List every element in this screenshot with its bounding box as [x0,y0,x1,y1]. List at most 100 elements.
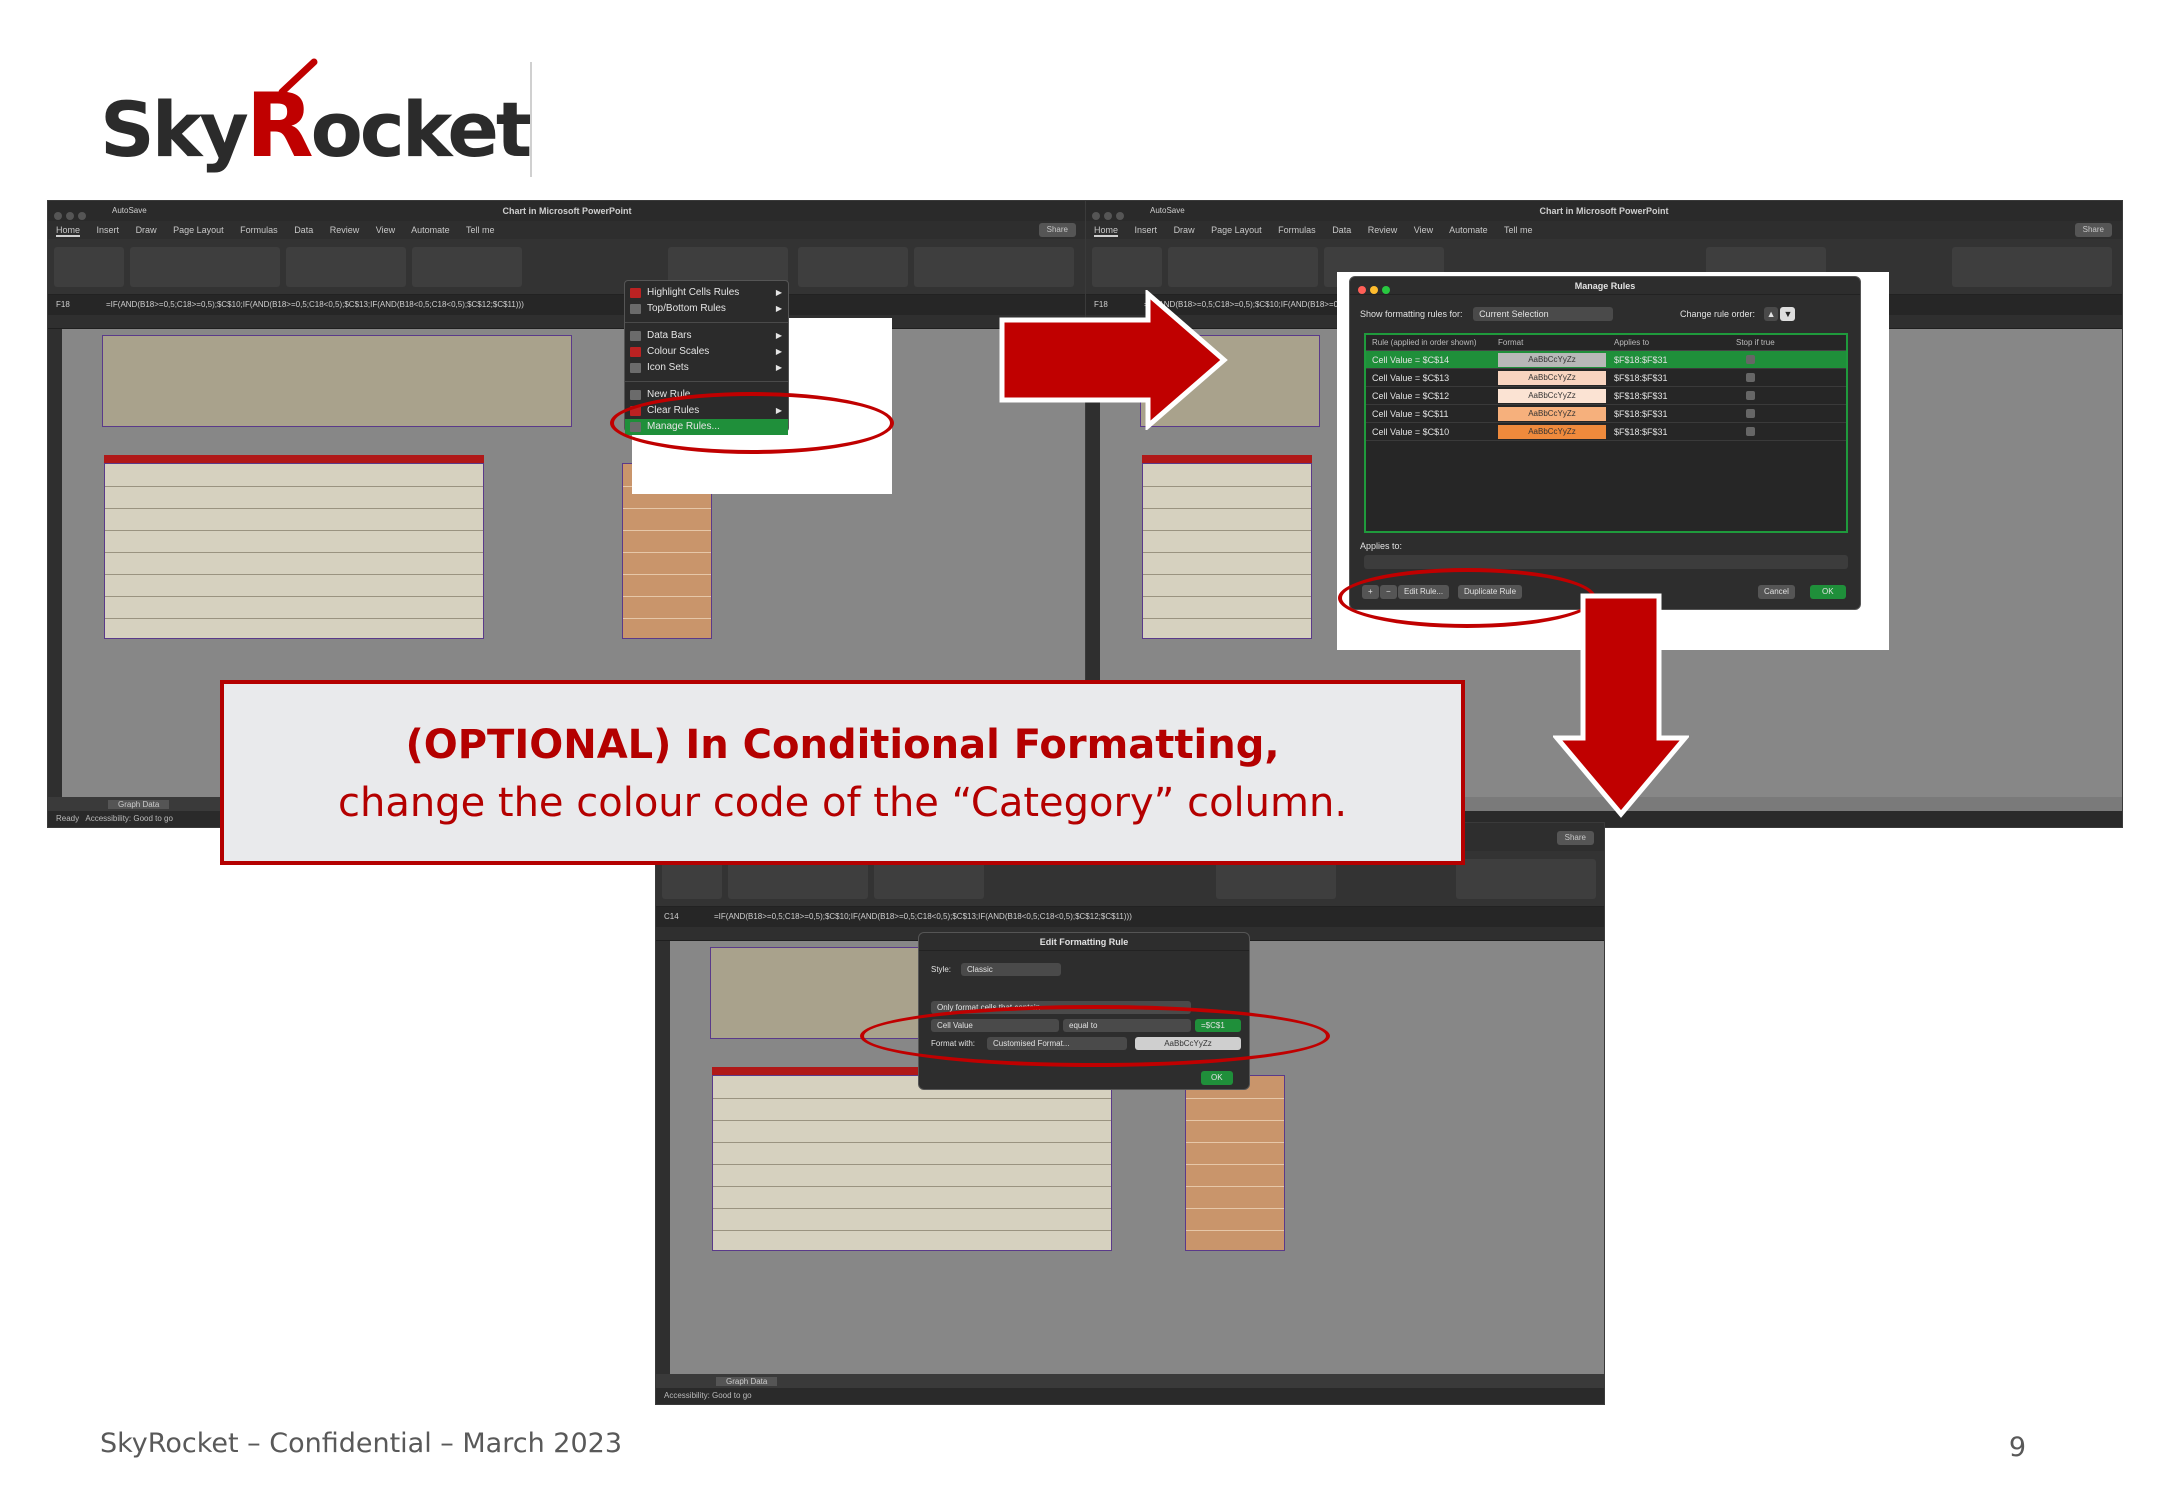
tab-review[interactable]: Review [1367,225,1398,235]
arrow-down-icon [1553,593,1689,818]
menu-item-icon-sets[interactable]: Icon Sets▶ [625,360,788,376]
sheet-tabs: Graph Data [656,1374,1604,1390]
style-select[interactable]: Classic [961,963,1061,976]
clipboard-group[interactable] [1092,247,1162,287]
icon-sets-icon [630,363,641,373]
editing-group[interactable] [1456,859,1596,899]
tab-insert[interactable]: Insert [1134,225,1158,235]
stop-if-true-checkbox[interactable] [1746,391,1755,400]
name-box[interactable]: F18 [56,300,70,309]
cells-group[interactable] [798,247,908,287]
editing-group[interactable] [914,247,1074,287]
number-group[interactable] [412,247,522,287]
formula-text[interactable]: =IF(AND(B18>=0,5;C18>=0,5);$C$10;IF(AND(… [106,300,524,309]
rule-row[interactable]: Cell Value = $C$11 AaBbCcYyZz $F$18:$F$3… [1366,405,1846,423]
rule-row[interactable]: Cell Value = $C$13 AaBbCcYyZz $F$18:$F$3… [1366,369,1846,387]
share-button[interactable]: Share [1556,831,1594,845]
rule-row[interactable]: Cell Value = $C$10 AaBbCcYyZz $F$18:$F$3… [1366,423,1846,441]
stop-if-true-checkbox[interactable] [1746,427,1755,436]
rule-row[interactable]: Cell Value = $C$12 AaBbCcYyZz $F$18:$F$3… [1366,387,1846,405]
move-up-icon[interactable]: ▲ [1763,307,1779,321]
menu-item-colour-scales[interactable]: Colour Scales ▶ [625,344,788,360]
autosave-label[interactable]: AutoSave [112,206,147,215]
menu-item-highlight-cells-rules[interactable]: Highlight Cells Rules▶ [625,285,788,301]
table-header-row [104,455,484,463]
rule-row[interactable]: Cell Value = $C$14 AaBbCcYyZz $F$18:$F$3… [1366,351,1846,369]
callout-text: change the colour code of the “Category”… [337,780,1348,826]
alignment-group[interactable] [286,247,406,287]
tab-review[interactable]: Review [329,225,360,235]
move-down-icon[interactable]: ▼ [1780,307,1796,321]
tab-data[interactable]: Data [1332,225,1352,235]
chevron-right-icon: ▶ [775,347,782,356]
stop-if-true-checkbox[interactable] [1746,409,1755,418]
rule-format-preview: AaBbCcYyZz [1498,389,1606,403]
dialog-window-controls[interactable] [1358,282,1394,300]
ok-button[interactable]: OK [1201,1071,1233,1085]
new-rule-icon [630,390,641,400]
name-box[interactable]: C14 [664,912,679,921]
title-bar: AutoSave Chart in Microsoft PowerPoint [48,201,1086,221]
formula-bar[interactable]: F18 =IF(AND(B18>=0,5;C18>=0,5);$C$10;IF(A… [48,295,1086,315]
formula-text[interactable]: =IF(AND(B18>=0,5;C18>=0,5);$C$10;IF(AND(… [714,912,1132,921]
window-title: Chart in Microsoft PowerPoint [1539,206,1669,216]
font-group[interactable] [1168,247,1318,287]
tab-formulas[interactable]: Formulas [1278,225,1316,235]
alignment-group[interactable] [874,859,984,899]
rule-applies-to: $F$18:$F$31 [1614,409,1668,419]
show-rules-select[interactable]: Current Selection [1473,307,1614,321]
stop-if-true-checkbox[interactable] [1746,355,1755,364]
menu-item-new-rule[interactable]: New Rule... [625,387,788,403]
share-button[interactable]: Share [1038,223,1076,237]
rule-format-preview: AaBbCcYyZz [1498,425,1606,439]
rule-condition: Cell Value = $C$10 [1372,427,1450,437]
rule-condition: Cell Value = $C$13 [1372,373,1450,383]
name-box[interactable]: F18 [1094,300,1108,309]
tab-draw[interactable]: Draw [135,225,157,235]
status-accessibility[interactable]: Accessibility: Good to go [85,814,173,823]
styles-group[interactable] [1216,859,1336,899]
autosave-label[interactable]: AutoSave [1150,206,1185,215]
tell-me[interactable]: Tell me [466,225,495,235]
ok-button[interactable]: OK [1810,585,1846,599]
menu-item-top-bottom-rules[interactable]: Top/Bottom Rules▶ [625,301,788,317]
pricing-data-table [712,1075,1112,1251]
tab-insert[interactable]: Insert [96,225,120,235]
menu-item-label: Colour Scales [647,346,710,357]
formula-bar[interactable]: C14 =IF(AND(B18>=0,5;C18>=0,5);$C$10;IF(A… [656,907,1604,927]
tab-draw[interactable]: Draw [1173,225,1195,235]
tab-view[interactable]: View [1413,225,1434,235]
tab-home[interactable]: Home [1094,225,1119,237]
cancel-button[interactable]: Cancel [1758,585,1795,599]
tab-data[interactable]: Data [294,225,314,235]
rule-applies-to: $F$18:$F$31 [1614,427,1668,437]
font-group[interactable] [728,859,868,899]
share-button[interactable]: Share [2074,223,2112,237]
menu-item-data-bars[interactable]: Data Bars▶ [625,328,788,344]
highlight-ellipse-format-condition [860,1005,1330,1067]
sheet-tab-graph-data[interactable]: Graph Data [716,1377,778,1386]
rule-condition: Cell Value = $C$11 [1372,409,1449,419]
tab-formulas[interactable]: Formulas [240,225,278,235]
font-group[interactable] [130,247,280,287]
excel-window-edit-formatting-rule: Share C14 =IF(AND(B18>=0,5;C18>=0,5);$C$1… [655,822,1605,1405]
editing-group[interactable] [1952,247,2112,287]
window-controls[interactable] [54,207,90,227]
tab-automate[interactable]: Automate [1449,225,1488,235]
tab-view[interactable]: View [375,225,396,235]
row-headers [656,941,670,1390]
stop-if-true-checkbox[interactable] [1746,373,1755,382]
tell-me[interactable]: Tell me [1504,225,1533,235]
tab-page-layout[interactable]: Page Layout [173,225,224,235]
applies-to-label: Applies to: [1360,541,1403,551]
sheet-tab-graph-data[interactable]: Graph Data [108,800,170,809]
tab-home[interactable]: Home [56,225,81,237]
clipboard-group[interactable] [662,859,722,899]
applies-to-field[interactable] [1364,555,1848,569]
status-accessibility[interactable]: Accessibility: Good to go [664,1391,752,1400]
tab-page-layout[interactable]: Page Layout [1211,225,1262,235]
window-controls[interactable] [1092,207,1128,227]
header-divider [530,62,532,177]
clipboard-group[interactable] [54,247,124,287]
tab-automate[interactable]: Automate [411,225,450,235]
